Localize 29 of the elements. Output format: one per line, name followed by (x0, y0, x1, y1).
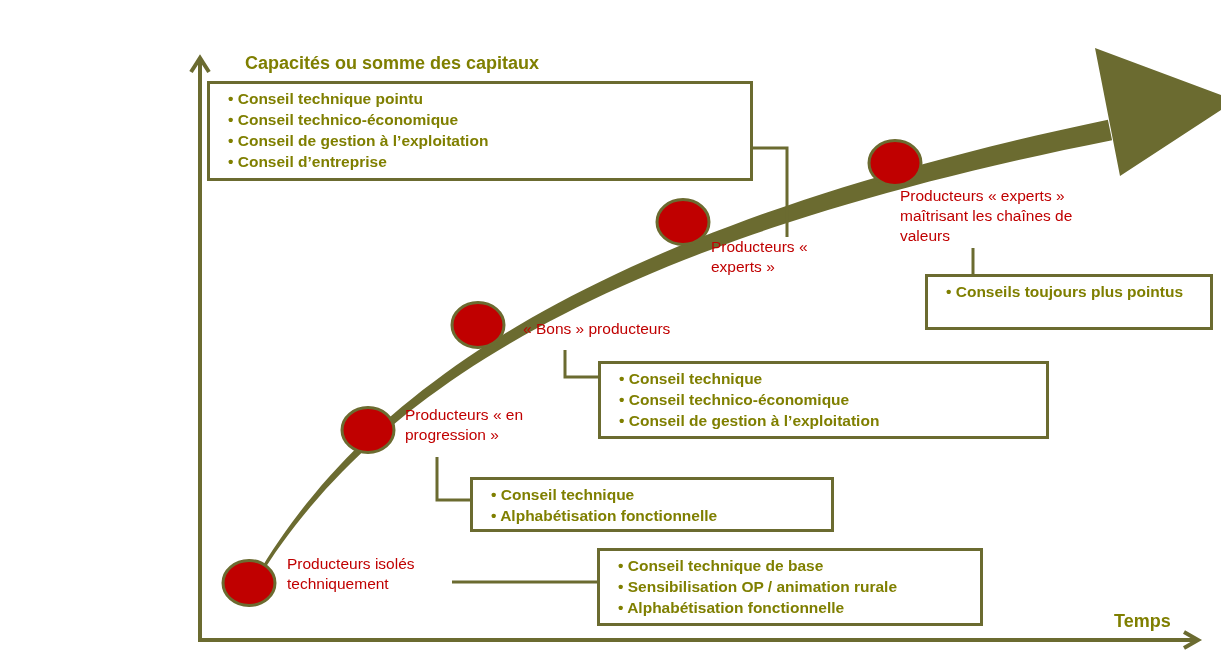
stage-label: Producteurs « en progression » (405, 405, 525, 445)
bullet-item: • Conseil technique de base (618, 556, 825, 576)
leader-line (971, 248, 975, 274)
stage-label: « Bons » producteurs (523, 319, 672, 339)
bullet-item: • Conseil de gestion à l’exploitation (619, 411, 881, 431)
stage-label: Producteurs « experts » maîtrisant les chaînes de valeurs (900, 186, 1074, 246)
bullet-item: • Conseil technique (491, 485, 636, 505)
bullet-item: • Conseil technico-économique (228, 110, 460, 130)
advice-box (207, 81, 753, 181)
x-axis-title: Temps (1114, 611, 1171, 632)
bullet-item: • Alphabétisation fonctionnelle (618, 598, 846, 618)
bullet-item: • Conseil technique (619, 369, 764, 389)
bullet-item: • Conseil d’entreprise (228, 152, 388, 172)
advice-box (470, 477, 834, 532)
leader-line (435, 457, 470, 502)
stage-label: Producteurs « experts » (711, 237, 809, 277)
bullet-item: • Conseil technique pointu (228, 89, 424, 109)
leader-line (563, 350, 598, 379)
bullet-item: • Conseil technico-économique (619, 390, 851, 410)
advice-box (925, 274, 1213, 330)
stage-label: Producteurs isolés techniquement (287, 554, 416, 594)
bullet-item: • Conseil de gestion à l’exploitation (228, 131, 490, 151)
bullet-item: • Sensibilisation OP / animation rurale (618, 577, 899, 597)
advice-box (598, 361, 1049, 439)
y-axis-title: Capacités ou somme des capitaux (245, 53, 540, 74)
bullet-item: • Conseils toujours plus pointus (946, 282, 1185, 302)
leader-line (452, 580, 597, 584)
bullet-item: • Alphabétisation fonctionnelle (491, 506, 719, 526)
advice-box (597, 548, 983, 626)
